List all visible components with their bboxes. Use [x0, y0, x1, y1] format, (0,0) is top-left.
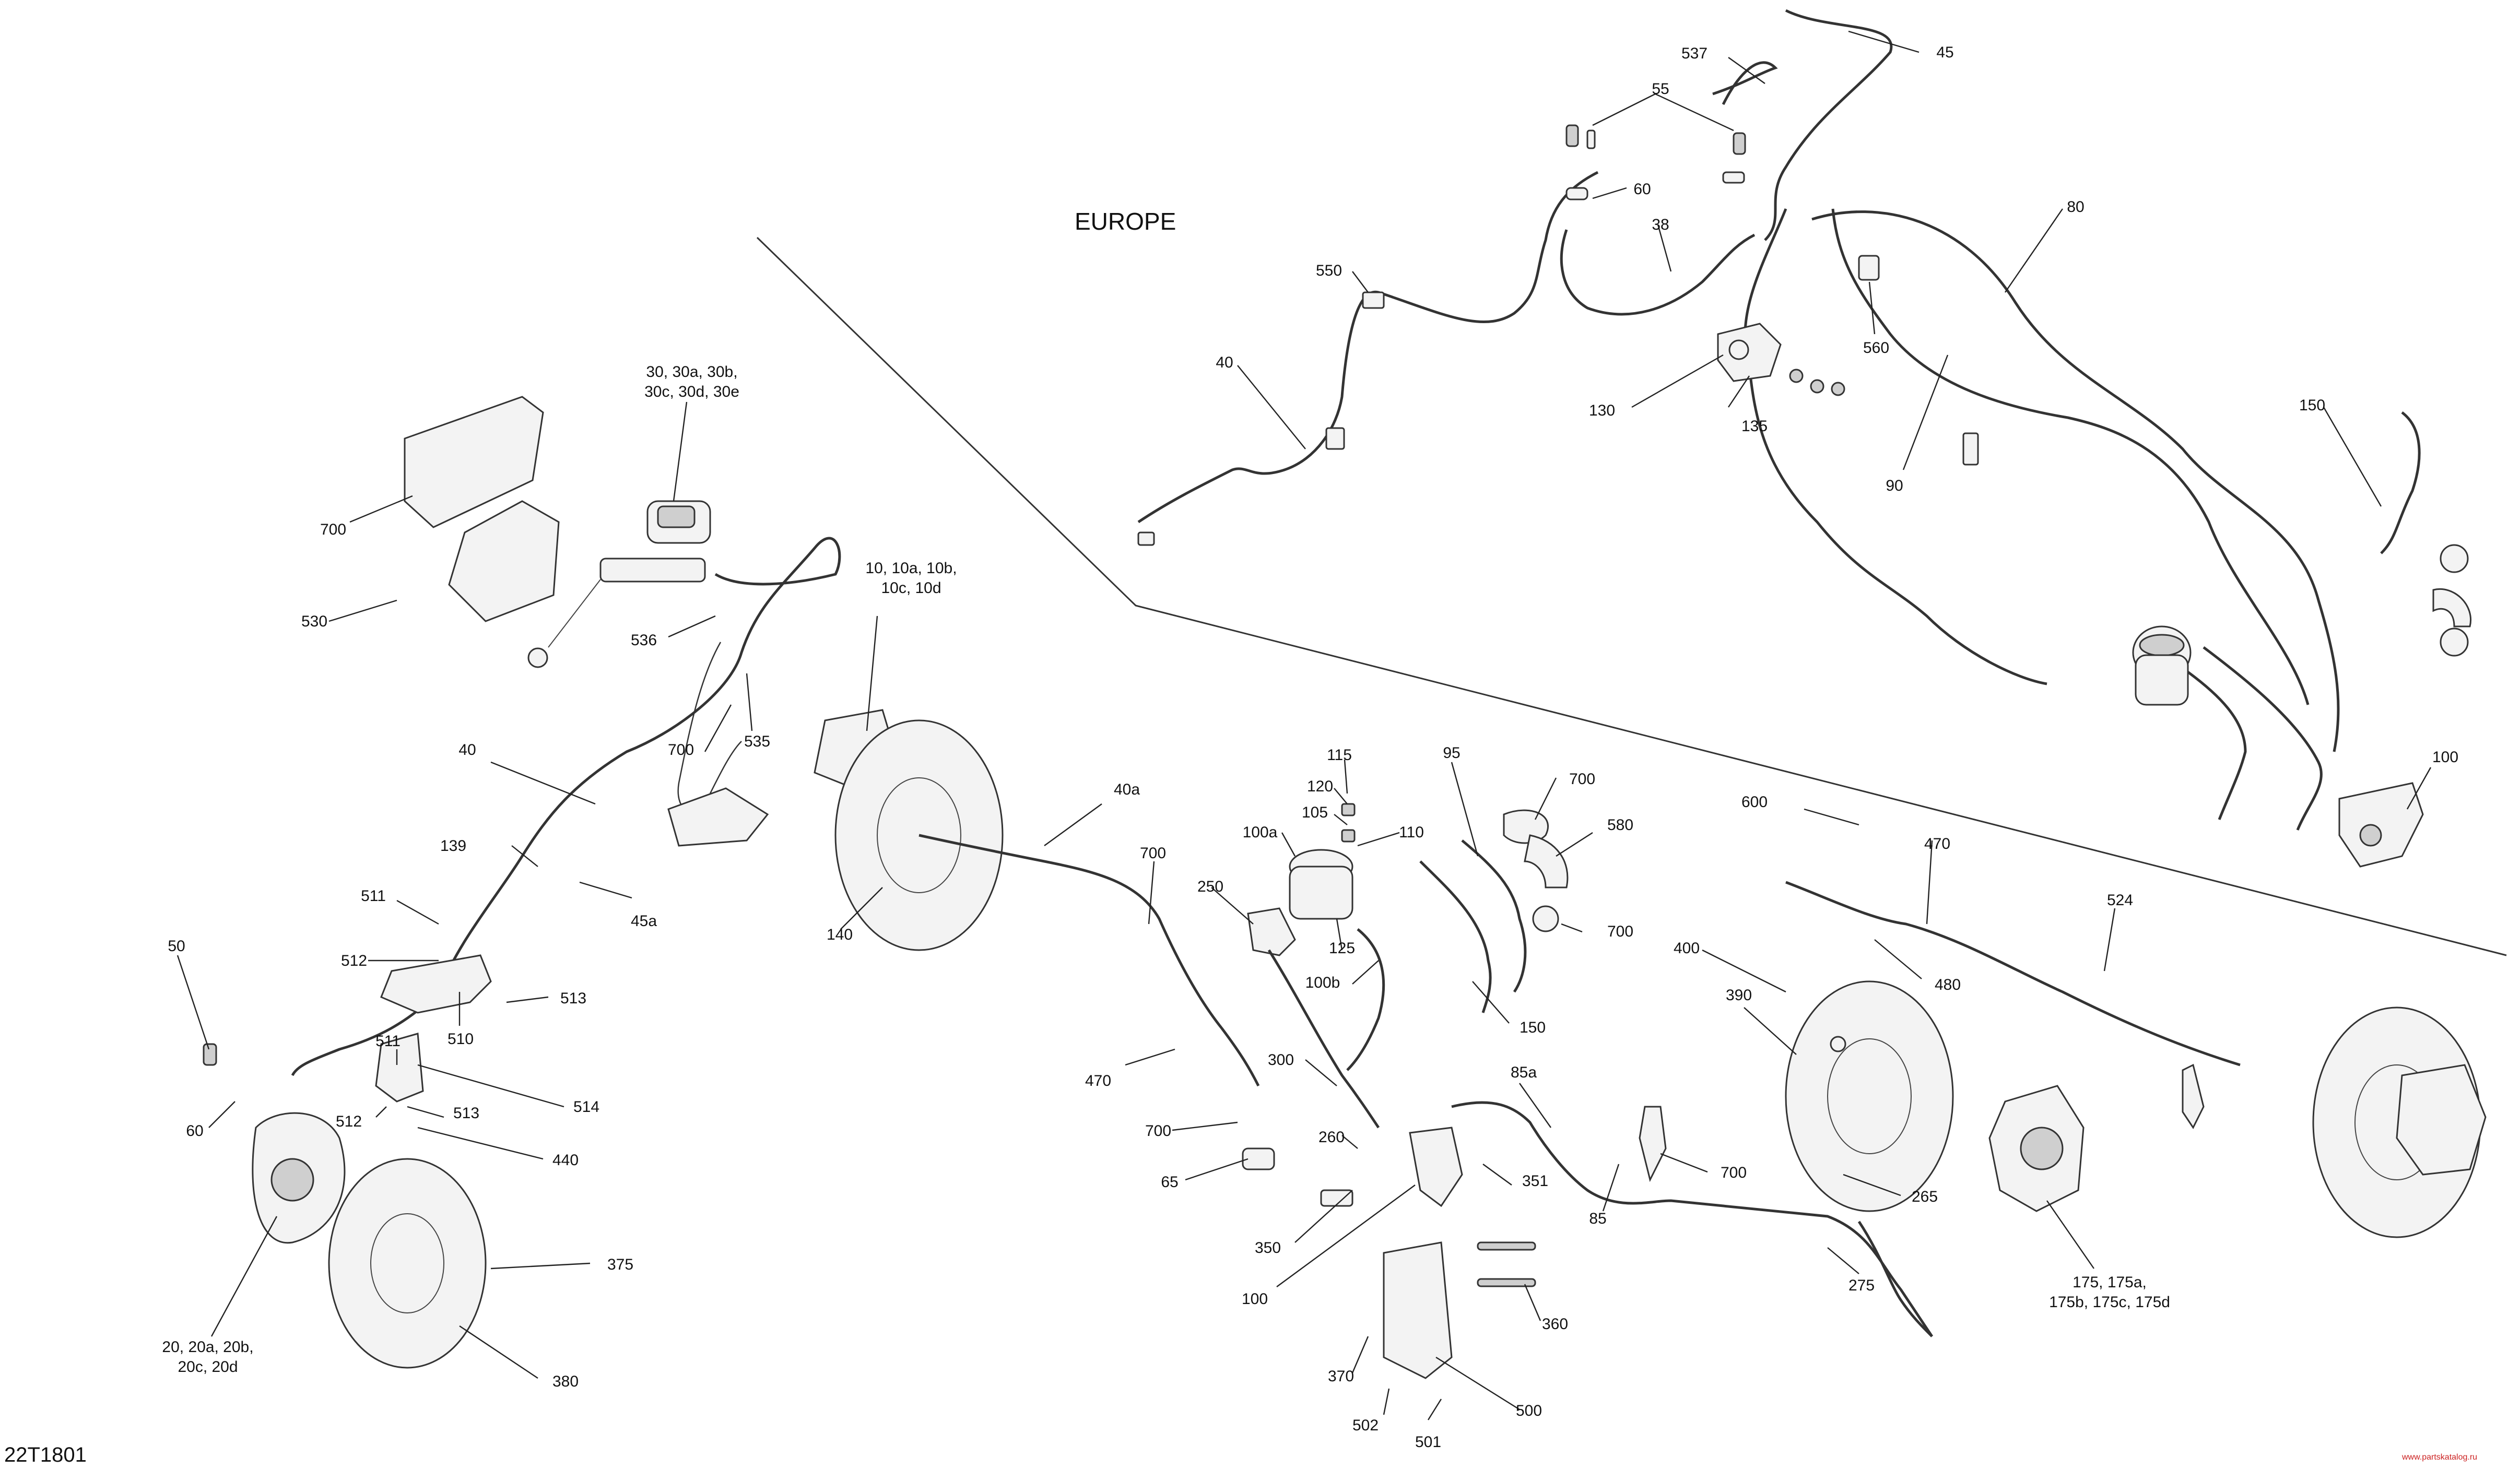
callout-10: 10, 10a, 10b, [865, 560, 957, 577]
callout-512: 512 [341, 952, 367, 969]
callout-700: 700 [668, 741, 694, 759]
callout-275: 275 [1848, 1277, 1875, 1294]
callout-550: 550 [1316, 262, 1342, 279]
callout-80: 80 [2067, 198, 2084, 216]
callout-700: 700 [1569, 771, 1595, 788]
callout-470: 470 [1085, 1072, 1111, 1089]
left-brake-assembly [203, 396, 1260, 1369]
callout-135: 135 [1741, 418, 1768, 435]
region-label-europe: EUROPE [1075, 208, 1176, 235]
callout-105: 105 [1302, 804, 1328, 821]
callout-390: 390 [1726, 987, 1752, 1004]
callout-10-cont: 10c, 10d [881, 579, 941, 597]
callout-40: 40 [1216, 354, 1233, 371]
callout-139: 139 [440, 837, 466, 855]
right-brake-assembly [1785, 881, 2487, 1337]
callout-375: 375 [607, 1256, 633, 1273]
callout-700: 700 [1145, 1122, 1171, 1140]
callout-537: 537 [1681, 45, 1708, 62]
callout-150: 150 [1520, 1019, 1546, 1036]
callout-labels: EUROPE 45 537 55 60 38 80 550 40 560 130… [4, 44, 2477, 1466]
callout-140: 140 [827, 926, 853, 943]
callout-175-cont: 175b, 175c, 175d [2049, 1294, 2170, 1311]
callout-530: 530 [301, 613, 327, 630]
callout-580: 580 [1607, 816, 1633, 834]
callout-100b: 100b [1305, 974, 1340, 991]
callout-440: 440 [552, 1152, 579, 1169]
callout-40: 40 [458, 741, 476, 759]
callout-350: 350 [1255, 1239, 1281, 1257]
callout-260: 260 [1318, 1129, 1345, 1146]
drawing-code: 22T1801 [4, 1443, 87, 1466]
callout-125: 125 [1329, 940, 1355, 957]
callout-700: 700 [1140, 845, 1166, 862]
callout-370: 370 [1328, 1368, 1354, 1385]
center-master-cylinder-assembly [1242, 803, 1934, 1379]
callout-513: 513 [453, 1105, 479, 1122]
callout-60: 60 [186, 1122, 203, 1140]
callout-85: 85 [1589, 1210, 1606, 1227]
callout-480: 480 [1935, 976, 1961, 993]
callout-40a: 40a [1114, 781, 1140, 798]
callout-360: 360 [1542, 1316, 1568, 1333]
callout-20: 20, 20a, 20b, [162, 1338, 253, 1356]
callout-524: 524 [2107, 892, 2133, 909]
callout-110: 110 [1399, 824, 1424, 841]
callout-250: 250 [1197, 878, 1223, 895]
callout-55: 55 [1652, 80, 1669, 98]
callout-45a: 45a [631, 913, 657, 930]
callout-20-cont: 20c, 20d [178, 1358, 238, 1376]
callout-85a: 85a [1511, 1064, 1537, 1081]
europe-brake-lines [1137, 9, 2421, 831]
callout-300: 300 [1268, 1051, 1294, 1069]
callout-513: 513 [560, 990, 586, 1007]
callout-512: 512 [336, 1113, 362, 1130]
callout-380: 380 [552, 1373, 579, 1390]
callout-265: 265 [1912, 1188, 1938, 1205]
callout-leaders [176, 30, 2432, 1420]
callout-100: 100 [2432, 749, 2458, 766]
callout-700: 700 [1721, 1164, 1747, 1181]
region-divider [756, 236, 2507, 956]
europe-components [1137, 124, 2471, 868]
callout-120: 120 [1307, 778, 1333, 795]
callout-510: 510 [448, 1030, 474, 1048]
callout-351: 351 [1522, 1172, 1548, 1190]
callout-700: 700 [320, 521, 346, 538]
callout-100a: 100a [1243, 824, 1278, 841]
callout-95: 95 [1443, 744, 1460, 762]
callout-50: 50 [168, 938, 185, 955]
callout-501: 501 [1415, 1434, 1441, 1451]
callout-150: 150 [2299, 397, 2325, 414]
callout-560: 560 [1863, 339, 1889, 357]
callout-502: 502 [1352, 1417, 1379, 1434]
callout-30-cont: 30c, 30d, 30e [644, 383, 739, 400]
watermark: www.partskatalog.ru [2401, 1453, 2477, 1462]
callout-470: 470 [1924, 835, 1950, 852]
callout-400: 400 [1674, 940, 1700, 957]
callout-90: 90 [1886, 477, 1903, 494]
callout-500: 500 [1516, 1402, 1542, 1419]
callout-30: 30, 30a, 30b, [646, 363, 737, 381]
callout-45: 45 [1936, 44, 1953, 61]
callout-511: 511 [361, 887, 386, 905]
callout-130: 130 [1589, 402, 1615, 419]
callout-100: 100 [1242, 1290, 1268, 1308]
callout-600: 600 [1741, 793, 1768, 811]
callout-115: 115 [1327, 747, 1352, 764]
callout-38: 38 [1652, 216, 1669, 233]
callout-514: 514 [573, 1098, 599, 1116]
callout-175: 175, 175a, [2072, 1274, 2147, 1291]
callout-535: 535 [744, 733, 770, 750]
callout-60: 60 [1633, 181, 1651, 198]
callout-700: 700 [1607, 923, 1633, 940]
callout-65: 65 [1161, 1174, 1178, 1191]
callout-536: 536 [631, 632, 657, 649]
callout-511: 511 [375, 1033, 401, 1050]
